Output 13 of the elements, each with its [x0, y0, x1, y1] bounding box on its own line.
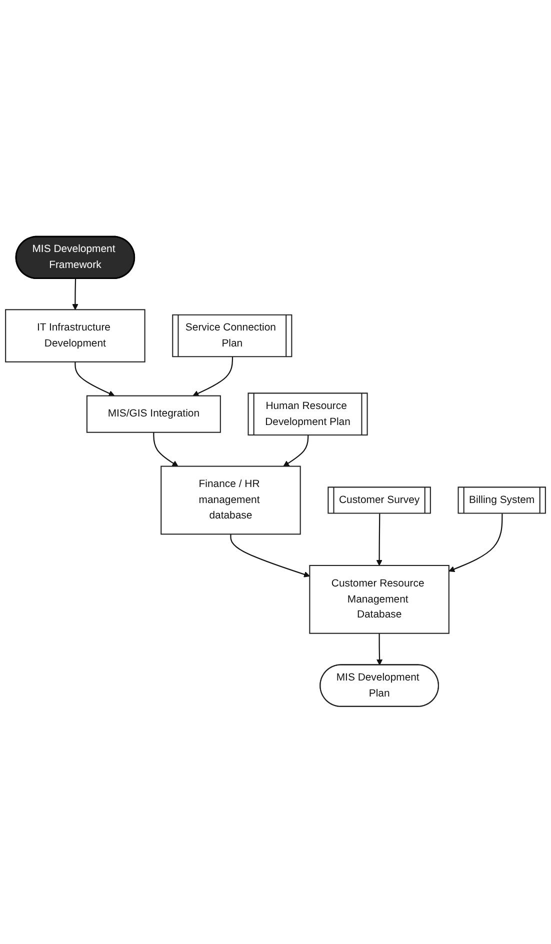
- arrow: [72, 279, 78, 310]
- node-box: [160, 466, 301, 536]
- node-box: [309, 565, 450, 634]
- arrow: [376, 634, 383, 666]
- arrow: [74, 362, 115, 397]
- arrow: [153, 432, 178, 468]
- arrow: [192, 357, 234, 397]
- arrow: [230, 534, 310, 578]
- arrow: [283, 436, 309, 468]
- arrow: [448, 514, 503, 572]
- arrow: [376, 514, 382, 566]
- node-box: [5, 310, 146, 363]
- node-box: [86, 396, 221, 434]
